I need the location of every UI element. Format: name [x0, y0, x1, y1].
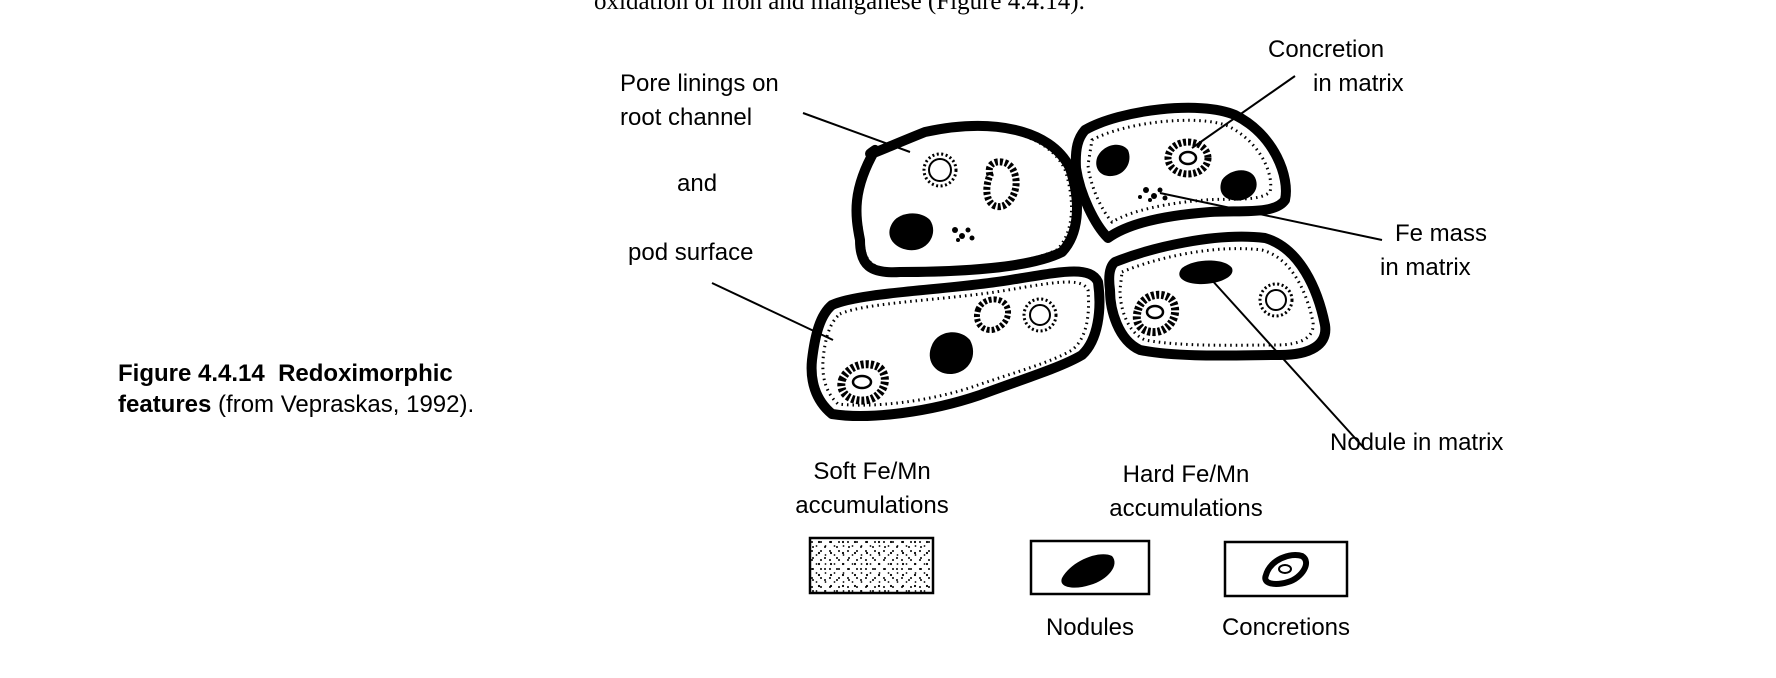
legend-concretions-label: Concretions [1221, 614, 1351, 641]
legend-soft-line1: Soft Fe/Mn [813, 458, 931, 485]
label-pore-linings-line2: root channel [620, 104, 753, 131]
leader-nodule [1209, 277, 1365, 449]
label-nodule-in-matrix: Nodule in matrix [1330, 429, 1504, 456]
figure-title-line2: features [118, 391, 212, 418]
leader-pod-surface [711, 282, 834, 341]
label-pore-linings: Pore linings on root channel [620, 67, 779, 135]
legend-soft-line2: accumulations [795, 492, 949, 519]
soil-ped-lower-left [806, 266, 1105, 421]
leader-fe-mass [1159, 192, 1383, 241]
legend-soft-accumulations-box [808, 536, 935, 595]
legend-nodules-box [1029, 539, 1151, 596]
pore-lining-ring [1022, 297, 1058, 333]
pore-lining-ring [1258, 282, 1294, 318]
label-concretion-line1: Concretion [1268, 36, 1385, 63]
legend-soft-label: Soft Fe/Mn accumulations [782, 455, 962, 523]
fe-mass-speckle [952, 227, 975, 242]
pore-lining-ring [922, 152, 958, 188]
legend-hard-label: Hard Fe/Mn accumulations [1096, 458, 1276, 526]
label-pod-surface: pod surface [628, 239, 754, 266]
pod-surface-concretion [837, 360, 889, 405]
label-and: and [677, 170, 718, 197]
leader-concretion [1191, 75, 1296, 149]
fe-mass-blob [889, 213, 934, 251]
legend-concretions-box [1223, 540, 1349, 598]
soil-ped-upper-left [851, 121, 1082, 278]
leader-pore-linings [802, 112, 911, 153]
header-text-fragment: oxidation of iron and manganese (Figure … [594, 0, 1085, 15]
fe-mass-speckle [1138, 187, 1168, 202]
legend-hard-line2: accumulations [1109, 495, 1263, 522]
soil-ped-lower-right [1104, 231, 1331, 361]
concretion-mark [974, 296, 1012, 334]
concretion-icon [1262, 552, 1309, 587]
concretion-mark [1132, 290, 1180, 337]
label-fe-mass-line1: Fe mass [1395, 220, 1488, 247]
label-pore-linings-line1: Pore linings on [620, 70, 779, 97]
figure-source: (from Vepraskas, 1992). [218, 391, 475, 418]
label-concretion-in-matrix: Concretion in matrix [1268, 33, 1404, 101]
figure-number: Figure 4.4.14 [118, 360, 265, 387]
legend-hard-line1: Hard Fe/Mn [1122, 461, 1250, 488]
nodule-mark [1179, 260, 1233, 285]
leader-lines [711, 75, 1383, 449]
figure-caption: Figure 4.4.14 Redoximorphic features (fr… [118, 358, 474, 420]
legend-nodules-label: Nodules [1045, 614, 1135, 641]
soil-ped-upper-right [1070, 102, 1291, 243]
concretion-in-matrix-mark [1164, 138, 1212, 178]
label-fe-mass-in-matrix: Fe mass in matrix [1380, 217, 1487, 285]
label-fe-mass-line2: in matrix [1380, 254, 1471, 281]
label-concretion-line2: in matrix [1313, 70, 1404, 97]
concretion-mark [983, 158, 1020, 211]
figure-title-line1: Redoximorphic [278, 360, 453, 387]
